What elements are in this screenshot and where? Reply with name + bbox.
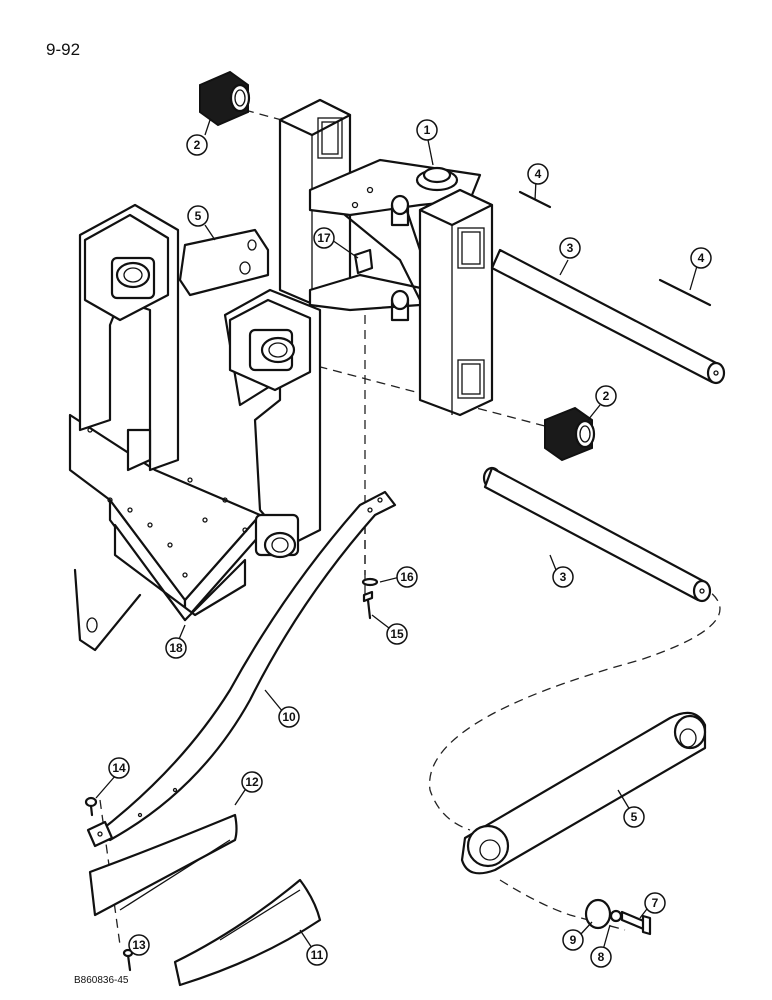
support-strap-10: [86, 490, 397, 848]
plates: [88, 813, 322, 987]
shaft-3-lower: [482, 466, 712, 603]
svg-text:18: 18: [169, 641, 183, 655]
callout-2-top: 2: [186, 134, 208, 156]
callout-4-right: 4: [690, 247, 712, 269]
svg-text:5: 5: [631, 810, 638, 824]
callout-5-lower: 5: [623, 806, 645, 828]
page-number: 9-92: [46, 40, 81, 59]
callout-4-upper: 4: [527, 163, 549, 185]
callout-8: 8: [590, 946, 612, 968]
svg-text:14: 14: [112, 761, 126, 775]
callout-16: 16: [396, 566, 418, 588]
svg-text:15: 15: [390, 627, 404, 641]
link-arm-5-lower: [460, 711, 707, 875]
callout-7: 7: [644, 892, 666, 914]
svg-text:12: 12: [245, 775, 259, 789]
callout-14: 14: [108, 757, 130, 779]
svg-text:2: 2: [194, 138, 201, 152]
right-post: [418, 188, 494, 417]
svg-text:10: 10: [282, 710, 296, 724]
svg-text:4: 4: [698, 251, 705, 265]
callout-15: 15: [386, 623, 408, 645]
svg-text:11: 11: [311, 948, 324, 962]
callout-18: 18: [165, 637, 187, 659]
left-frame: [78, 203, 270, 472]
alignment-lines: [99, 109, 721, 946]
callout-10: 10: [278, 706, 300, 728]
svg-text:7: 7: [652, 896, 659, 910]
callout-2-right: 2: [595, 385, 617, 407]
svg-text:9: 9: [570, 933, 577, 947]
svg-text:3: 3: [560, 570, 567, 584]
callout-3-lower: 3: [552, 566, 574, 588]
callout-11: 11: [306, 944, 328, 966]
svg-text:13: 13: [132, 938, 146, 952]
svg-text:8: 8: [598, 950, 605, 964]
svg-text:16: 16: [400, 570, 414, 584]
shaft-3-upper: [490, 248, 726, 385]
svg-text:2: 2: [603, 389, 610, 403]
svg-text:3: 3: [567, 241, 574, 255]
bushings-2: [199, 70, 596, 462]
callout-5-upper: 5: [187, 205, 209, 227]
callout-13: 13: [128, 934, 150, 956]
svg-text:4: 4: [535, 167, 542, 181]
svg-text:5: 5: [195, 209, 202, 223]
callout-1: 1: [416, 119, 438, 141]
svg-text:17: 17: [317, 231, 331, 245]
figure-code: B860836-45: [74, 975, 129, 986]
mounting-plate-18: [68, 413, 262, 652]
callout-12: 12: [241, 771, 263, 793]
right-frame: [223, 288, 322, 559]
svg-text:1: 1: [424, 123, 431, 137]
hardware: [84, 577, 652, 972]
callout-17: 17: [313, 227, 335, 249]
callout-3-upper: 3: [559, 237, 581, 259]
callout-9: 9: [562, 929, 584, 951]
